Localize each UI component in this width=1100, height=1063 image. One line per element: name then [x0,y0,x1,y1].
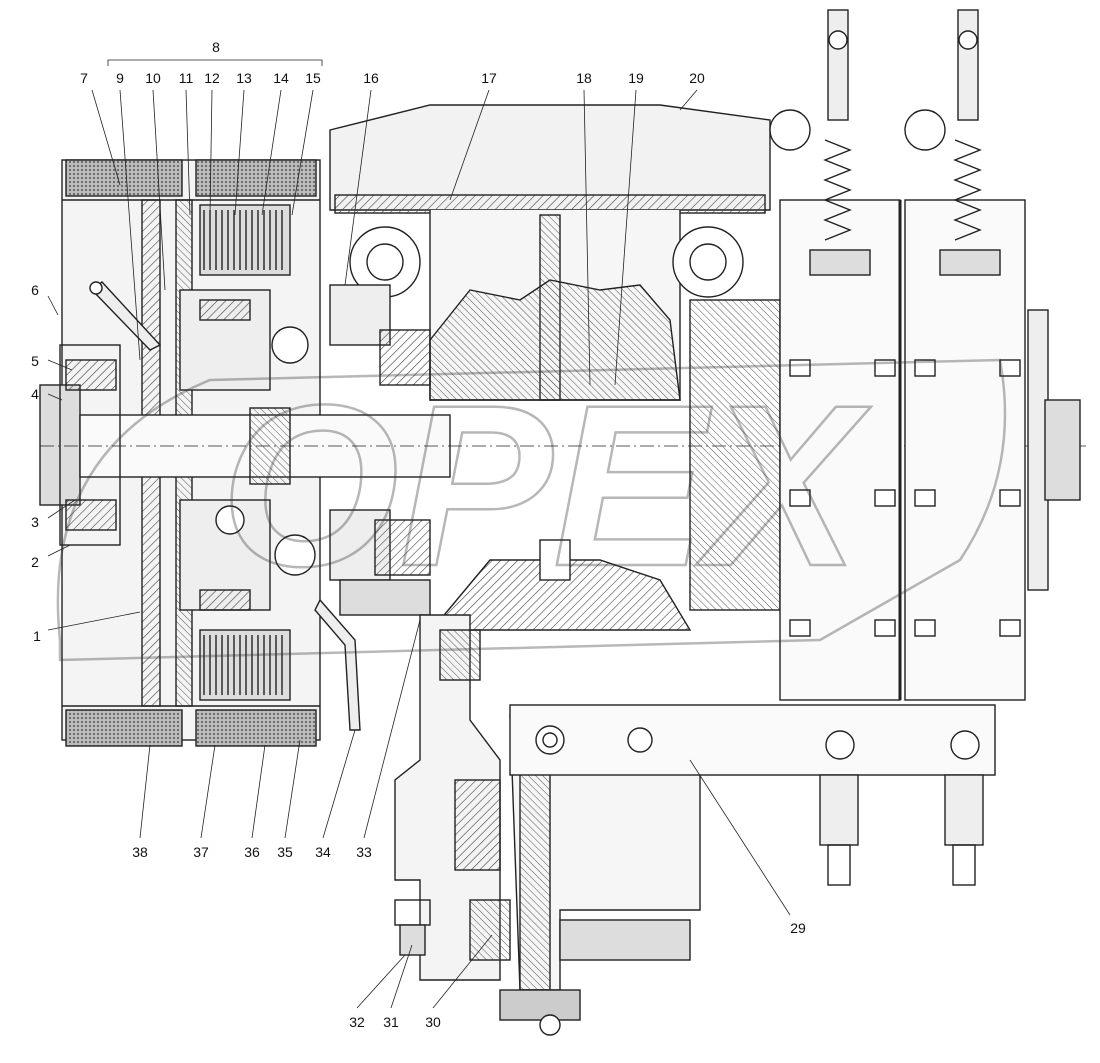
leader-line-19 [614,89,637,386]
leader-line-35 [284,739,301,839]
callout-31: 31 [383,1014,399,1030]
leader-line-15 [291,89,314,216]
leader-line-13 [234,89,245,216]
leader-line-14 [261,89,282,216]
leader-lines [47,59,791,1009]
leader-line-6 [47,295,59,316]
clutch-disc-pack-lower [199,629,291,701]
callout-17: 17 [481,70,497,86]
shift-lever [89,281,162,351]
leader-line-9 [119,89,141,361]
callout-29: 29 [790,920,806,936]
frame-beam [509,704,996,776]
release-arm [314,598,361,731]
leader-line-36 [251,744,266,839]
leader-line-34 [322,729,356,839]
leader-line-29 [689,759,791,916]
callout-20: 20 [689,70,705,86]
main-shaft [39,344,1090,546]
leader-line-5 [47,359,73,371]
leader-line-30 [432,934,493,1009]
callout-7: 7 [80,70,88,86]
callout-11: 11 [178,70,194,86]
support-bolt-left [819,774,859,886]
leader-line-1 [47,611,141,631]
leader-line-4 [47,393,63,401]
callout-34: 34 [315,844,331,860]
leader-line-10 [152,89,166,291]
support-bolt-right [944,774,984,886]
callout-8-bracket [107,59,323,66]
callout-9: 9 [116,70,124,86]
leader-line-2 [47,544,71,557]
bevel-gear-upper [429,279,681,401]
callout-14: 14 [273,70,289,86]
leader-line-3 [47,499,76,519]
leader-line-20 [679,89,698,111]
callout-32: 32 [349,1014,365,1030]
callout-38: 38 [132,844,148,860]
clutch-mechanism [179,289,316,611]
leader-line-38 [139,744,151,839]
bearing-set-center [329,284,431,616]
spring-assembly-left [769,9,871,276]
callout-30: 30 [425,1014,441,1030]
drum-block [689,199,1081,701]
callout-3: 3 [31,514,39,530]
callout-16: 16 [363,70,379,86]
vertical-drive-column [394,614,511,981]
leader-line-17 [449,89,490,201]
callout-13: 13 [236,70,252,86]
watermark: OPEX [56,356,1007,662]
leader-line-11 [185,89,191,216]
watermark-text: OPEX [220,357,871,614]
callout-35: 35 [277,844,293,860]
callout-18: 18 [576,70,592,86]
callout-5: 5 [31,353,39,369]
callout-12: 12 [204,70,220,86]
leader-line-32 [356,954,406,1009]
callout-1: 1 [33,628,41,644]
leader-line-33 [363,619,421,839]
clutch-disc-pack-upper [199,204,291,276]
callout-4: 4 [31,386,39,402]
leader-line-18 [583,89,591,386]
leader-line-31 [390,944,413,1009]
callout-33: 33 [356,844,372,860]
callout-37: 37 [193,844,209,860]
leader-line-7 [91,89,121,186]
spring-assembly-right [904,9,1001,276]
callout-36: 36 [244,844,260,860]
callout-19: 19 [628,70,644,86]
callout-8: 8 [212,39,220,55]
leader-line-16 [344,89,372,286]
leader-line-12 [209,89,213,216]
callout-2: 2 [31,554,39,570]
leader-line-37 [200,744,216,839]
callout-6: 6 [31,282,39,298]
callout-10: 10 [145,70,161,86]
callout-15: 15 [305,70,321,86]
